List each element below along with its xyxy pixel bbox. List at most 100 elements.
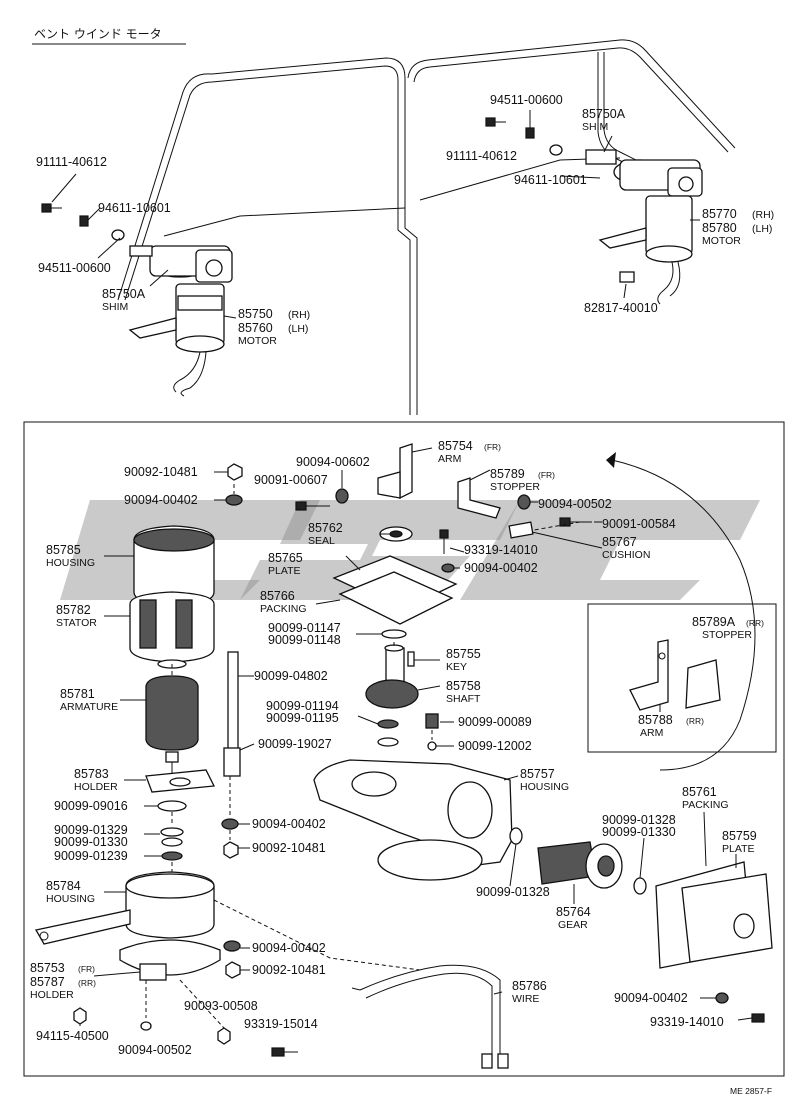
- label-p42: 85757: [520, 767, 555, 781]
- label-p44: 90092-10481: [252, 841, 326, 855]
- label-p48n: PLATE: [722, 843, 754, 855]
- label-p32: 85755: [446, 647, 481, 661]
- label-p19: 90091-00607: [254, 473, 328, 487]
- label-82817-40010: 82817-40010: [584, 301, 658, 315]
- label-85750-rh: (RH): [288, 309, 310, 321]
- rr-inset-frame: [587, 603, 777, 753]
- label-85770-rh: (RH): [752, 209, 774, 221]
- assembly-arrow: [611, 459, 756, 771]
- label-p3n: HOUSING: [46, 557, 95, 569]
- label-p38: 90099-12002: [458, 739, 532, 753]
- label-p28: 90094-00402: [464, 561, 538, 575]
- label-p9: 90099-01330: [54, 835, 128, 849]
- watermark-logo: [60, 500, 760, 600]
- label-p52: 90092-10481: [252, 963, 326, 977]
- label-motor: MOTOR: [238, 335, 277, 347]
- lower-leaders: [79, 447, 737, 1026]
- label-p13: 85787: [30, 975, 65, 989]
- label-85750A-r: 85750A: [582, 107, 626, 121]
- label-p27n: PLATE: [268, 565, 300, 577]
- label-85760: 85760: [238, 321, 273, 335]
- label-p45: 85761: [682, 785, 717, 799]
- label-p42n: HOUSING: [520, 781, 569, 793]
- label-p22n: SEAL: [308, 535, 335, 547]
- label-p40: 85789A: [692, 615, 736, 629]
- rr-arm-stopper-parts: [629, 639, 721, 711]
- upper-left-leaders: [51, 173, 237, 319]
- label-p12b: (FR): [78, 964, 95, 974]
- label-85770: 85770: [702, 207, 737, 221]
- label-p29n: PACKING: [260, 603, 306, 615]
- label-p20b: (FR): [484, 442, 501, 452]
- label-p5: 85781: [60, 687, 95, 701]
- diagram-title: ベント ウインド モータ: [34, 27, 162, 41]
- label-p11n: HOUSING: [46, 893, 95, 905]
- label-85750A: 85750A: [102, 287, 146, 301]
- exploded-view-frame: [23, 421, 785, 1077]
- label-p31: 90099-01148: [268, 633, 341, 647]
- center-stack-parts: [295, 443, 773, 1069]
- label-p2: 90094-00402: [124, 493, 198, 507]
- upper-right-leaders: [529, 110, 700, 299]
- label-p6n: HOLDER: [74, 781, 118, 793]
- label-p35: 90099-01194: [266, 699, 339, 713]
- document-code: ME 2857-F: [730, 1086, 772, 1096]
- label-94511-00600: 94511-00600: [38, 261, 111, 275]
- label-p21n: STOPPER: [490, 481, 540, 493]
- label-p41: 85788: [638, 713, 673, 727]
- label-85780-lh: (LH): [752, 223, 772, 235]
- label-94611-10601: 94611-10601: [98, 201, 171, 215]
- label-p49: 90099-01328: [476, 885, 550, 899]
- label-85780: 85780: [702, 221, 737, 235]
- label-91111-40612-r: 91111-40612: [446, 149, 517, 163]
- label-p8: 90099-01329: [54, 823, 128, 837]
- label-p29: 85766: [260, 589, 295, 603]
- label-91111-40612: 91111-40612: [36, 155, 107, 169]
- arrow-head: [606, 452, 616, 468]
- label-p32n: KEY: [446, 661, 467, 673]
- label-p13n: HOLDER: [30, 989, 74, 1001]
- label-p25: 93319-14010: [464, 543, 538, 557]
- label-p55: 93319-14010: [650, 1015, 724, 1029]
- label-94511-00600-r: 94511-00600: [490, 93, 563, 107]
- label-p54: 90094-00402: [614, 991, 688, 1005]
- label-p14: 94115-40500: [36, 1029, 109, 1043]
- label-94611-10601-r: 94611-10601: [514, 173, 587, 187]
- label-p4: 85782: [56, 603, 91, 617]
- label-p7: 90099-09016: [54, 799, 128, 813]
- label-p33n: SHAFT: [446, 693, 481, 705]
- center-stack-dashes: [393, 521, 581, 740]
- label-shim-r: SHIM: [582, 121, 608, 133]
- door-frame-outline: [117, 39, 736, 415]
- label-p17: 93319-15014: [244, 1017, 318, 1031]
- label-p16: 90093-00508: [184, 999, 258, 1013]
- label-p20n: ARM: [438, 453, 461, 465]
- label-p48: 85759: [722, 829, 757, 843]
- upper-left-motor: [41, 203, 233, 397]
- label-p15: 90094-00502: [118, 1043, 192, 1057]
- label-p41n: ARM: [640, 727, 663, 739]
- label-p4n: STATOR: [56, 617, 97, 629]
- label-p6: 85783: [74, 767, 109, 781]
- label-p26: 85767: [602, 535, 637, 549]
- label-p30: 90099-01147: [268, 621, 341, 635]
- left-stack-dashes: [145, 484, 421, 1029]
- label-85760-lh: (LH): [288, 323, 308, 335]
- label-p21: 85789: [490, 467, 525, 481]
- label-p39: 90099-19027: [258, 737, 332, 751]
- label-p50: 85764: [556, 905, 591, 919]
- label-p50n: GEAR: [558, 919, 588, 931]
- label-p43: 90094-00402: [252, 817, 326, 831]
- label-p53: 85786: [512, 979, 547, 993]
- label-p10: 90099-01239: [54, 849, 128, 863]
- label-p22: 85762: [308, 521, 343, 535]
- label-p41b: (RR): [686, 716, 704, 726]
- label-p18: 90094-00602: [296, 455, 370, 469]
- label-p26n: CUSHION: [602, 549, 650, 561]
- label-shim: SHIM: [102, 301, 128, 313]
- label-85750: 85750: [238, 307, 273, 321]
- label-p27: 85765: [268, 551, 303, 565]
- label-p53n: WIRE: [512, 993, 539, 1005]
- label-p45n: PACKING: [682, 799, 728, 811]
